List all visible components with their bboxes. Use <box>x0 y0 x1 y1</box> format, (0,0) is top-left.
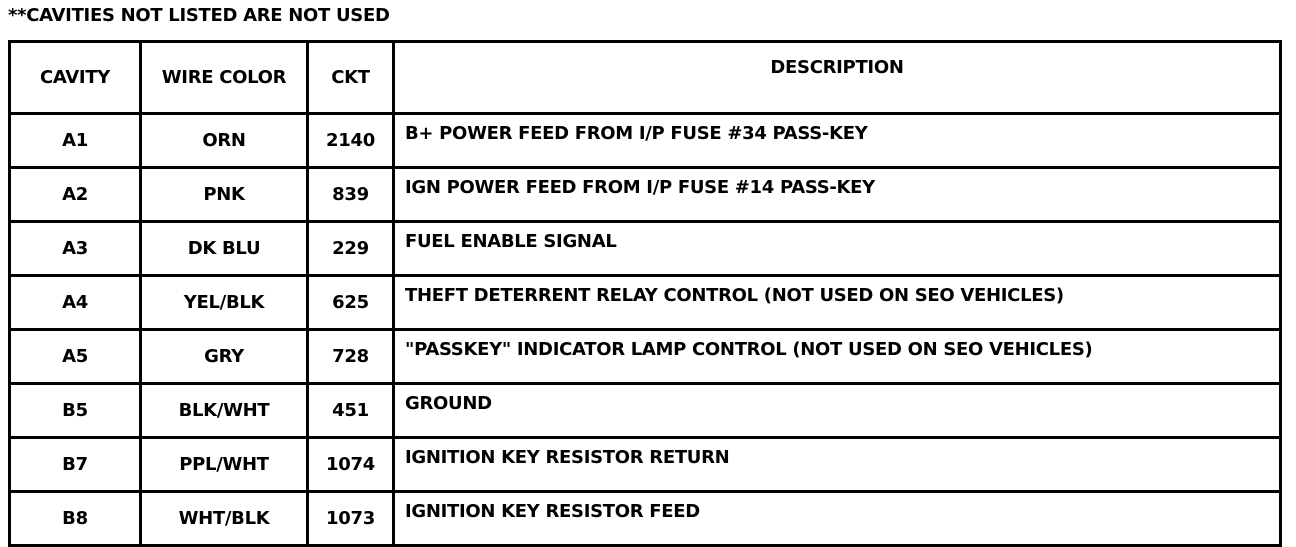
wire-color-cell: WHT/BLK <box>139 490 309 547</box>
ckt-cell: 728 <box>306 328 395 385</box>
table-row: A3 DK BLU 229 FUEL ENABLE SIGNAL <box>8 220 1282 277</box>
description-cell: FUEL ENABLE SIGNAL <box>392 220 1282 277</box>
table-row: B8 WHT/BLK 1073 IGNITION KEY RESISTOR FE… <box>8 490 1282 547</box>
header-wire-color: WIRE COLOR <box>139 40 309 115</box>
ckt-cell: 1073 <box>306 490 395 547</box>
cavity-cell: B7 <box>8 436 142 493</box>
description-cell: THEFT DETERRENT RELAY CONTROL (NOT USED … <box>392 274 1282 331</box>
table-row: A1 ORN 2140 B+ POWER FEED FROM I/P FUSE … <box>8 112 1282 169</box>
cavity-table: CAVITY WIRE COLOR CKT DESCRIPTION A1 ORN… <box>8 40 1282 547</box>
cavity-cell: A4 <box>8 274 142 331</box>
wire-color-cell: ORN <box>139 112 309 169</box>
header-description: DESCRIPTION <box>392 40 1282 115</box>
cavity-cell: A3 <box>8 220 142 277</box>
table-header-row: CAVITY WIRE COLOR CKT DESCRIPTION <box>8 40 1282 115</box>
wire-color-cell: DK BLU <box>139 220 309 277</box>
table-row: A4 YEL/BLK 625 THEFT DETERRENT RELAY CON… <box>8 274 1282 331</box>
wire-color-cell: PNK <box>139 166 309 223</box>
description-cell: "PASSKEY" INDICATOR LAMP CONTROL (NOT US… <box>392 328 1282 385</box>
note-text: **CAVITIES NOT LISTED ARE NOT USED <box>8 5 390 26</box>
wire-color-cell: PPL/WHT <box>139 436 309 493</box>
wire-color-cell: GRY <box>139 328 309 385</box>
description-cell: IGN POWER FEED FROM I/P FUSE #14 PASS-KE… <box>392 166 1282 223</box>
ckt-cell: 2140 <box>306 112 395 169</box>
ckt-cell: 1074 <box>306 436 395 493</box>
cavity-cell: A1 <box>8 112 142 169</box>
description-cell: IGNITION KEY RESISTOR RETURN <box>392 436 1282 493</box>
ckt-cell: 451 <box>306 382 395 439</box>
ckt-cell: 625 <box>306 274 395 331</box>
cavity-cell: A5 <box>8 328 142 385</box>
table-row: A2 PNK 839 IGN POWER FEED FROM I/P FUSE … <box>8 166 1282 223</box>
wire-color-cell: BLK/WHT <box>139 382 309 439</box>
header-cavity: CAVITY <box>8 40 142 115</box>
table-row: B5 BLK/WHT 451 GROUND <box>8 382 1282 439</box>
table-row: A5 GRY 728 "PASSKEY" INDICATOR LAMP CONT… <box>8 328 1282 385</box>
wire-color-cell: YEL/BLK <box>139 274 309 331</box>
ckt-cell: 229 <box>306 220 395 277</box>
cavity-cell: A2 <box>8 166 142 223</box>
cavity-cell: B5 <box>8 382 142 439</box>
description-cell: B+ POWER FEED FROM I/P FUSE #34 PASS-KEY <box>392 112 1282 169</box>
description-cell: IGNITION KEY RESISTOR FEED <box>392 490 1282 547</box>
ckt-cell: 839 <box>306 166 395 223</box>
description-cell: GROUND <box>392 382 1282 439</box>
cavity-cell: B8 <box>8 490 142 547</box>
header-ckt: CKT <box>306 40 395 115</box>
table-row: B7 PPL/WHT 1074 IGNITION KEY RESISTOR RE… <box>8 436 1282 493</box>
